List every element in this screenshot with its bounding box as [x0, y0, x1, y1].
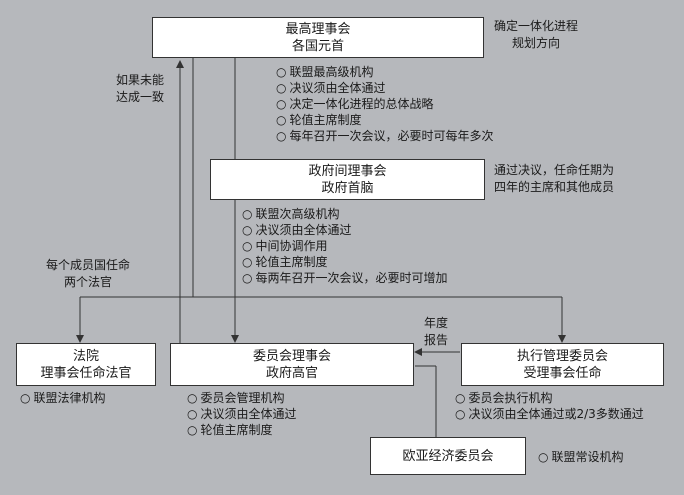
list-item-text: 决定一体化进程的总体战略: [289, 97, 434, 111]
list-item: ○每两年召开一次会议，必要时可增加: [242, 270, 448, 286]
list-item: ○联盟最高级机构: [276, 64, 494, 80]
judges-note: 每个成员国任命 两个法官: [46, 258, 131, 289]
executive-board-subtitle: 受理事会任命: [523, 365, 602, 381]
intergov-side-note: 通过决议，任命任期为 四年的主席和其他成员: [494, 163, 615, 194]
circle-bullet-icon: ○: [242, 207, 253, 221]
executive-board-title: 执行管理委员会: [516, 348, 608, 364]
list-item: ○中间协调作用: [242, 238, 448, 254]
circle-bullet-icon: ○: [276, 113, 287, 127]
commission-council-title: 委员会理事会: [252, 348, 331, 364]
executive-board-box: 执行管理委员会 受理事会任命: [461, 343, 664, 386]
circle-bullet-icon: ○: [187, 423, 198, 437]
circle-bullet-icon: ○: [455, 407, 466, 421]
circle-bullet-icon: ○: [242, 255, 253, 269]
supreme-features-list: ○联盟最高级机构○决议须由全体通过○决定一体化进程的总体战略○轮值主席制度○每年…: [276, 64, 494, 144]
list-item: ○轮值主席制度: [187, 422, 297, 438]
list-item-text: 决议须由全体通过或2/3多数通过: [468, 407, 644, 421]
commission-council-features-list: ○委员会管理机构○决议须由全体通过○轮值主席制度: [187, 390, 297, 438]
intergov-council-box: 政府间理事会 政府首脑: [210, 159, 485, 200]
court-subtitle: 理事会任命法官: [40, 365, 132, 381]
circle-bullet-icon: ○: [242, 239, 253, 253]
executive-features-list: ○委员会执行机构○决议须由全体通过或2/3多数通过: [455, 390, 644, 422]
circle-bullet-icon: ○: [455, 391, 466, 405]
list-item-text: 联盟法律机构: [33, 391, 106, 405]
list-item-text: 决议须由全体通过: [200, 407, 297, 421]
list-item-text: 决议须由全体通过: [289, 81, 386, 95]
circle-bullet-icon: ○: [276, 81, 287, 95]
list-item-text: 每年召开一次会议，必要时可每年多次: [289, 129, 494, 143]
intergov-features-list: ○联盟次高级机构○决议须由全体通过○中间协调作用○轮值主席制度○每两年召开一次会…: [242, 206, 448, 286]
list-item-text: 每两年召开一次会议，必要时可增加: [255, 271, 448, 285]
court-features-list: ○联盟法律机构: [20, 390, 106, 406]
list-item-text: 委员会执行机构: [468, 391, 553, 405]
eec-title: 欧亚经济委员会: [402, 448, 494, 464]
list-item: ○决议须由全体通过: [242, 222, 448, 238]
list-item: ○联盟常设机构: [538, 449, 624, 465]
commission-council-subtitle: 政府高官: [265, 365, 318, 381]
supreme-council-box: 最高理事会 各国元首: [152, 17, 484, 58]
list-item: ○决定一体化进程的总体战略: [276, 96, 494, 112]
circle-bullet-icon: ○: [242, 223, 253, 237]
no-consensus-note: 如果未能 达成一致: [116, 73, 165, 104]
eec-features-list: ○联盟常设机构: [538, 449, 624, 465]
circle-bullet-icon: ○: [20, 391, 31, 405]
list-item: ○轮值主席制度: [276, 112, 494, 128]
list-item: ○委员会执行机构: [455, 390, 644, 406]
list-item: ○决议须由全体通过: [187, 406, 297, 422]
list-item-text: 联盟次高级机构: [255, 207, 340, 221]
list-item-text: 轮值主席制度: [289, 113, 362, 127]
supreme-council-subtitle: 各国元首: [291, 38, 344, 54]
list-item: ○委员会管理机构: [187, 390, 297, 406]
court-box: 法院 理事会任命法官: [16, 343, 156, 386]
list-item-text: 决议须由全体通过: [255, 223, 352, 237]
commission-council-box: 委员会理事会 政府高官: [170, 343, 414, 386]
list-item: ○每年召开一次会议，必要时可每年多次: [276, 128, 494, 144]
annual-report-note: 年度 报告: [424, 316, 449, 347]
list-item-text: 联盟最高级机构: [289, 65, 374, 79]
intergov-council-title: 政府间理事会: [308, 163, 387, 179]
list-item: ○轮值主席制度: [242, 254, 448, 270]
list-item-text: 联盟常设机构: [551, 450, 624, 464]
list-item-text: 委员会管理机构: [200, 391, 285, 405]
circle-bullet-icon: ○: [187, 391, 198, 405]
circle-bullet-icon: ○: [538, 450, 549, 464]
list-item-text: 轮值主席制度: [255, 255, 328, 269]
intergov-council-subtitle: 政府首脑: [321, 180, 374, 196]
circle-bullet-icon: ○: [187, 407, 198, 421]
list-item-text: 轮值主席制度: [200, 423, 273, 437]
list-item: ○决议须由全体通过或2/3多数通过: [455, 406, 644, 422]
circle-bullet-icon: ○: [276, 129, 287, 143]
court-title: 法院: [72, 348, 99, 364]
supreme-side-note: 确定一体化进程 规划方向: [494, 19, 579, 50]
list-item: ○联盟次高级机构: [242, 206, 448, 222]
list-item-text: 中间协调作用: [255, 239, 328, 253]
eec-box: 欧亚经济委员会: [370, 437, 526, 475]
supreme-council-title: 最高理事会: [285, 21, 351, 37]
list-item: ○决议须由全体通过: [276, 80, 494, 96]
circle-bullet-icon: ○: [276, 65, 287, 79]
circle-bullet-icon: ○: [276, 97, 287, 111]
circle-bullet-icon: ○: [242, 271, 253, 285]
list-item: ○联盟法律机构: [20, 390, 106, 406]
